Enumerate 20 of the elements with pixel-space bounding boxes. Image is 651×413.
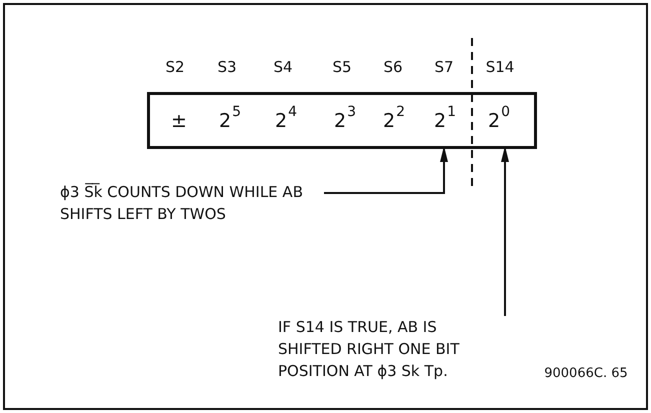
sign-symbol: ± [160, 95, 198, 146]
bit-weight: 2$^{3}$ [323, 95, 367, 146]
bit-weight: 2$^{4}$ [264, 95, 308, 146]
figure-number: 900066C. 65 [544, 366, 628, 381]
annotation-text: IF S14 IS TRUE, AB IS SHIFTED RIGHT ONE BIT POSITION AT ϕ3 Sk Tp. [278, 316, 496, 382]
arrow [324, 146, 448, 194]
arrow [501, 146, 509, 316]
bit-position-label: S5 [332, 58, 352, 76]
annotation-text: ϕ3 S̅k̅ COUNTS DOWN WHILE AB SHIFTS LEFT BY TWOS [60, 181, 322, 225]
bit-position-label: S2 [165, 58, 185, 76]
bit-position-label: S14 [486, 58, 514, 76]
bit-position-label: S3 [217, 58, 237, 76]
bit-position-label: S4 [273, 58, 293, 76]
bit-weight: 2$^{0}$ [477, 95, 521, 146]
bit-weight: 2$^{5}$ [208, 95, 252, 146]
bit-position-label: S7 [434, 58, 454, 76]
bit-weight: 2$^{1}$ [423, 95, 467, 146]
bit-weight: 2$^{2}$ [372, 95, 416, 146]
bit-position-label: S6 [383, 58, 403, 76]
register-box [147, 92, 537, 149]
